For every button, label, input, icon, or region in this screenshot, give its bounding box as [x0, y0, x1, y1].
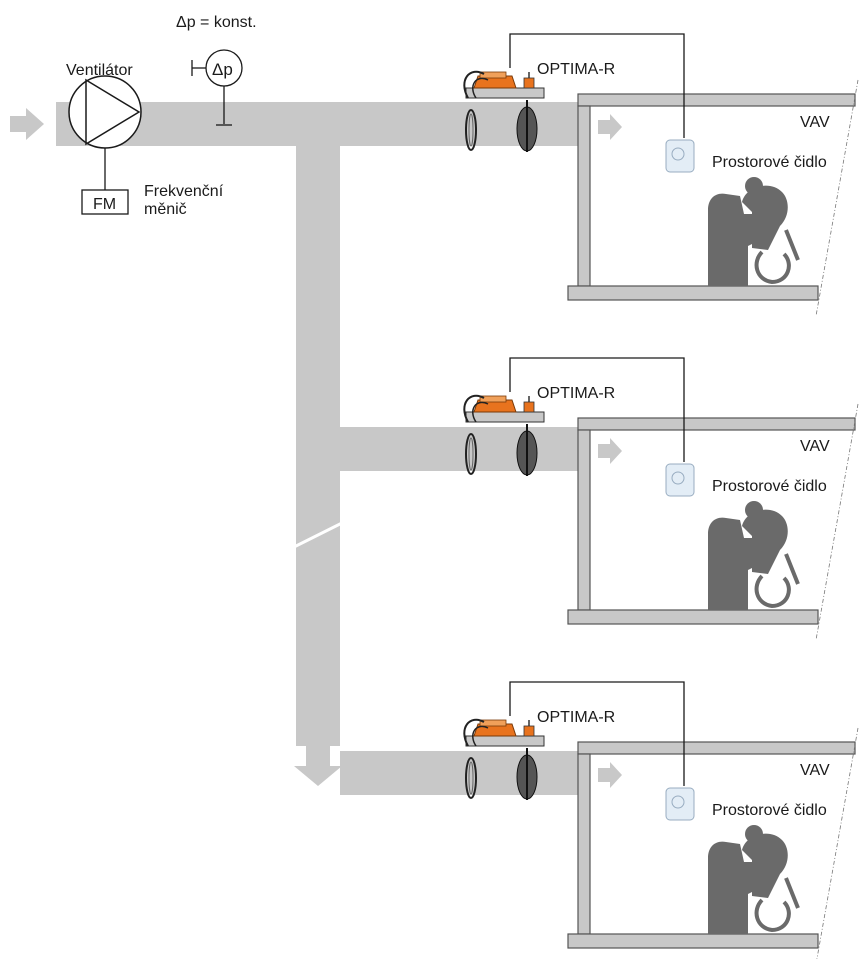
- fan-label: Ventilátor: [66, 62, 133, 79]
- zone-label: VAV: [800, 762, 830, 779]
- branch-unit-2: OPTIMA-R VAV Prostorové čidlo: [462, 356, 859, 642]
- zone-label: VAV: [800, 114, 830, 131]
- frequency-converter-label-line2: měnič: [144, 201, 187, 218]
- sensor-label: Prostorové čidlo: [712, 154, 827, 171]
- controller-label: OPTIMA-R: [537, 385, 615, 402]
- controller-label: OPTIMA-R: [537, 61, 615, 78]
- pressure-sensor-symbol: Δp: [212, 60, 233, 79]
- inlet-arrow-icon: [10, 108, 44, 140]
- branch-duct-2: [340, 427, 584, 471]
- main-supply-duct: [56, 102, 584, 146]
- branch-duct-3: [340, 751, 584, 795]
- pressure-constant-label: Δp = konst.: [176, 14, 257, 31]
- sensor-label: Prostorové čidlo: [712, 478, 827, 495]
- frequency-converter-label-line1: Frekvenční: [144, 183, 224, 200]
- fan-symbol-icon: [68, 75, 142, 149]
- riser-break-mark: [291, 520, 345, 550]
- fm-box: [81, 189, 129, 215]
- pressure-sensor-icon: [191, 49, 243, 126]
- outlet-arrow-icon: [294, 746, 342, 786]
- branch-unit-1: OPTIMA-R VAV Prostorové čidlo: [462, 32, 859, 318]
- fm-label: FM: [93, 196, 116, 213]
- vertical-riser-duct: [296, 146, 340, 746]
- zone-label: VAV: [800, 438, 830, 455]
- controller-label: OPTIMA-R: [537, 709, 615, 726]
- branch-unit-3: OPTIMA-R VAV Prostorové čidlo: [462, 680, 859, 959]
- sensor-label: Prostorové čidlo: [712, 802, 827, 819]
